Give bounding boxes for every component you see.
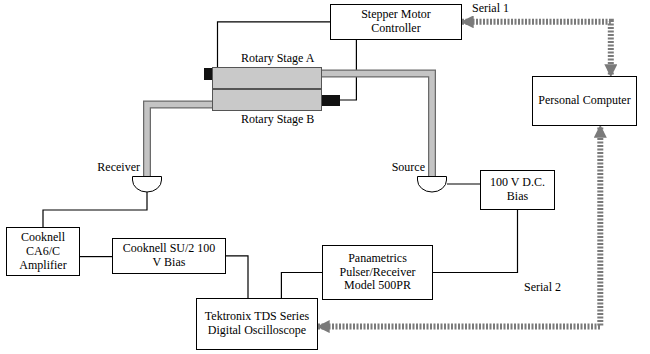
serial-link [318, 126, 600, 327]
signal-wire [433, 210, 518, 273]
transducer-outline [417, 176, 447, 192]
signal-wire [80, 256, 112, 257]
box-label: Tektronix TDS Series Digital Oscilloscop… [202, 310, 312, 338]
box-label: Panametrics Pulser/Receiver Model 500PR [328, 252, 427, 293]
signal-wire [43, 192, 147, 227]
bias-supply-box: 100 V D.C. Bias [480, 170, 555, 210]
part-label: Receiver [97, 161, 140, 174]
box-label: Stepper Motor Controller [336, 8, 456, 36]
arm-fill [147, 104, 212, 176]
controller-box: Stepper Motor Controller [330, 4, 462, 40]
serial-arrow [462, 22, 611, 76]
oscilloscope-box: Tektronix TDS Series Digital Oscilloscop… [196, 298, 318, 350]
computer-box: Personal Computer [532, 76, 637, 126]
wire-line [80, 256, 112, 257]
part-label: Rotary Stage B [241, 113, 314, 126]
wire-line [447, 183, 480, 184]
wire-line [218, 22, 331, 67]
transducer-outline [132, 176, 162, 192]
wire-line [43, 192, 147, 227]
box-label: 100 V D.C. Bias [486, 176, 549, 204]
wire-line [433, 210, 518, 273]
amplifier-box: Cooknell CA6/C Amplifier [6, 227, 80, 276]
rotary-stage: Rotary Stage A [212, 67, 322, 89]
transducer-arm [147, 104, 212, 176]
bias-supply-box: Cooknell SU/2 100 V Bias [112, 238, 226, 274]
signal-wire [226, 256, 248, 298]
box-label: Personal Computer [538, 94, 630, 108]
arm-fill [322, 74, 432, 176]
transducer: Receiver [132, 176, 162, 192]
serial-arrow [318, 126, 600, 327]
signal-wire [281, 273, 322, 299]
pulser-receiver-box: Panametrics Pulser/Receiver Model 500PR [322, 245, 433, 300]
box-label: Cooknell CA6/C Amplifier [12, 231, 74, 272]
link-label: Serial 1 [470, 2, 511, 16]
part-label: Source [392, 161, 425, 174]
wire-line [281, 273, 322, 299]
box-label: Cooknell SU/2 100 V Bias [118, 242, 220, 270]
serial-link [462, 22, 611, 76]
signal-wire [218, 22, 331, 67]
transducer-arm [322, 74, 432, 176]
rotary-stage: Rotary Stage B [212, 89, 322, 111]
wire-line [226, 256, 248, 298]
arm-outline [147, 104, 212, 176]
arm-outline [322, 74, 432, 176]
signal-wire [447, 184, 480, 185]
link-label: Serial 2 [522, 281, 563, 295]
transducer: Source [417, 176, 447, 192]
part-label: Rotary Stage A [241, 52, 314, 65]
